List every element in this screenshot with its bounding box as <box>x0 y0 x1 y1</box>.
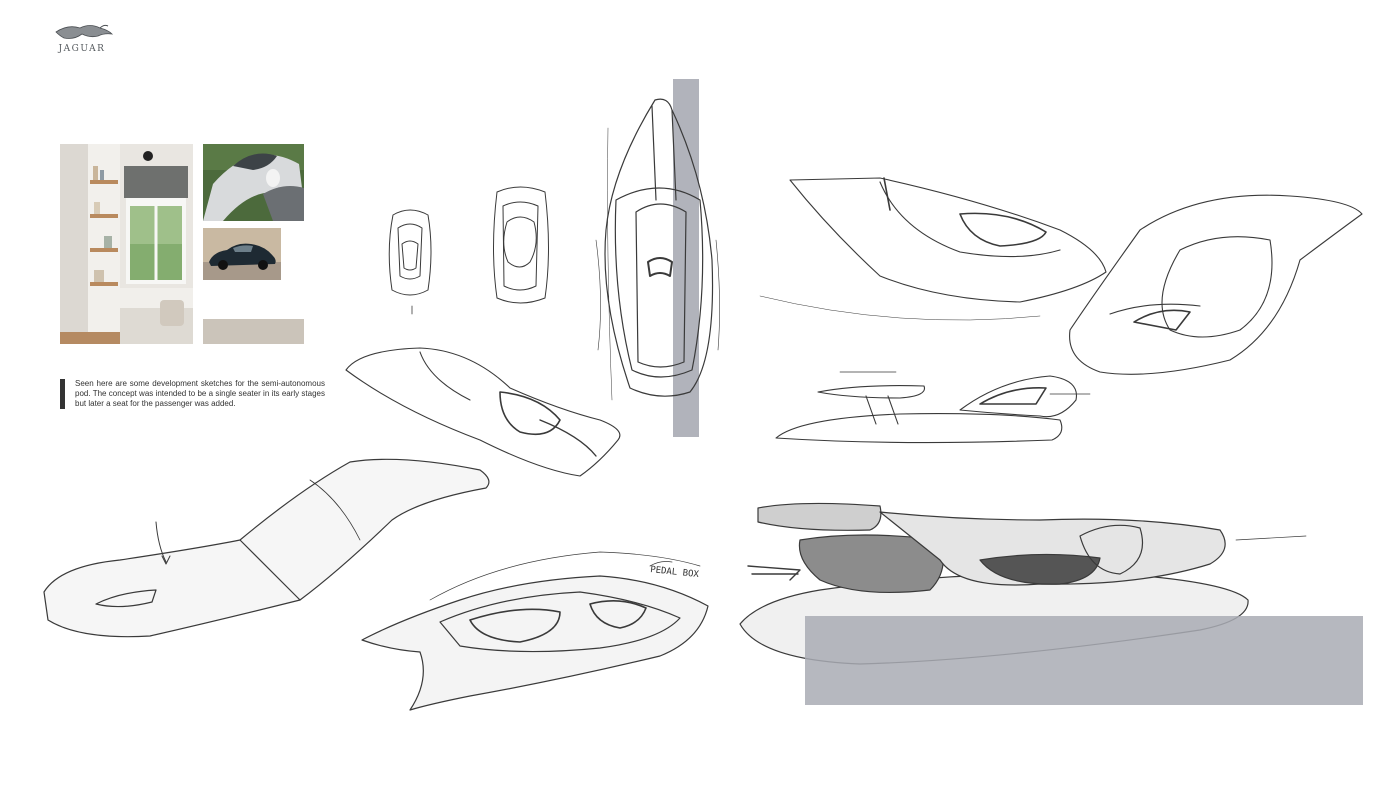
sketch-top-view-medium <box>493 186 549 304</box>
pedal-box-label: PEDAL BOX <box>650 565 700 580</box>
pod-interior-photo <box>203 144 304 221</box>
jaguar-leaper-icon <box>55 24 114 39</box>
description-caption: Seen here are some development sketches … <box>60 379 325 409</box>
color-swatch <box>203 319 304 344</box>
sketch-seat-middle-left <box>345 347 621 477</box>
sketch-perspective-far-right <box>1069 194 1363 375</box>
sketch-top-view-large <box>595 98 720 401</box>
sketch-side-view-right <box>775 371 1091 444</box>
sketch-pod-bottom-middle <box>361 551 709 711</box>
classic-jaguar-car-photo <box>203 228 281 280</box>
grey-overlay-vertical <box>673 79 699 437</box>
jaguar-logo: JAGUAR <box>46 20 118 56</box>
grey-overlay-bottom-right <box>805 616 1363 705</box>
sketch-pod-bottom-left <box>43 458 490 638</box>
logo-text: JAGUAR <box>58 44 106 54</box>
sketch-top-view-small <box>388 209 432 315</box>
interior-window-photo <box>60 144 193 344</box>
sketch-perspective-top-right <box>759 177 1107 321</box>
